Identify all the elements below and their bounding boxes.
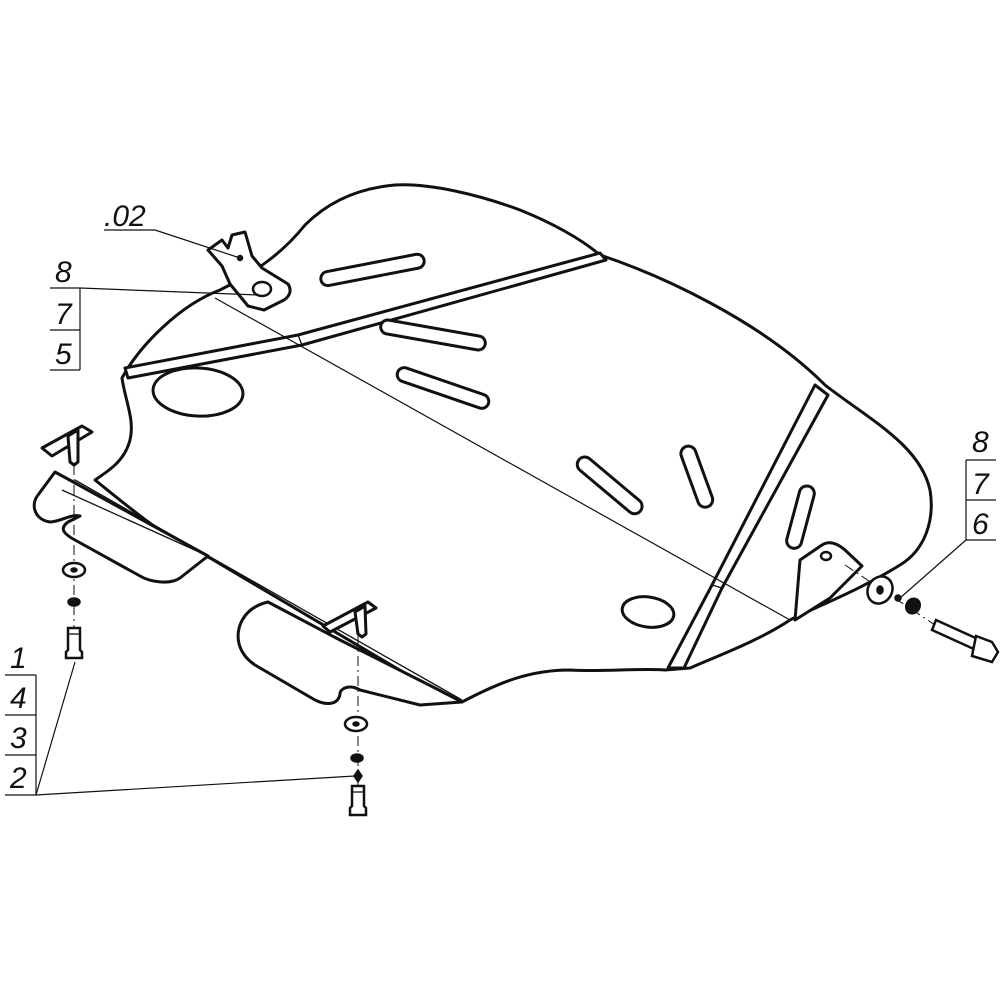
callout-right-label-2: 7 <box>972 468 990 501</box>
callout-right-label-3: 6 <box>972 508 989 541</box>
front-bend-line-2 <box>61 489 209 557</box>
callout-bottom-leader-right <box>35 775 356 796</box>
dot-marker-right <box>894 594 902 602</box>
fastener-stack-right <box>866 575 1000 664</box>
callout-bottom: 1 4 3 2 <box>5 642 356 796</box>
callout-left-label-1: 8 <box>55 256 72 289</box>
clip-nut-middle <box>321 600 378 639</box>
vent-slot-6 <box>785 484 816 550</box>
fastener-stack-left <box>61 561 87 660</box>
upper-bend-joint <box>297 334 303 346</box>
front-bend-line <box>74 479 463 701</box>
callout-left-label-2: 7 <box>55 298 73 331</box>
rear-tab-hole <box>819 550 833 562</box>
callout-top-leader <box>154 229 241 259</box>
bracket-02 <box>206 230 292 312</box>
spring-washer-right <box>904 597 922 615</box>
callout-right: 8 7 6 <box>899 426 996 599</box>
access-hole-right <box>620 595 676 629</box>
spring-washer-middle <box>350 753 364 763</box>
callout-bottom-label-1: 1 <box>10 642 27 675</box>
callout-left: 8 7 5 <box>50 256 791 621</box>
bolt-right-shank <box>930 618 982 652</box>
callout-right-leader <box>899 539 967 599</box>
vent-slot-1 <box>319 252 426 288</box>
clip-nut-left <box>40 424 94 467</box>
washer-middle-hole <box>352 721 360 727</box>
callout-top: .02 <box>104 200 244 262</box>
callout-bottom-leader-left <box>35 661 76 796</box>
callout-top-dot <box>236 254 244 262</box>
washer-left-hole <box>70 567 78 573</box>
bolt-left <box>64 626 84 660</box>
bracket-02-bolt-hole <box>251 280 273 298</box>
fastener-stack-middle <box>343 715 369 817</box>
callout-label-02: .02 <box>104 200 146 233</box>
vent-slot-4 <box>575 455 644 516</box>
spring-washer-left <box>67 597 81 607</box>
washer-right-hole <box>876 585 884 595</box>
rear-mount-tab <box>793 541 864 622</box>
vent-slot-2 <box>379 318 487 352</box>
vent-slot-5 <box>679 444 715 509</box>
callout-left-leader <box>79 287 259 296</box>
clip-nut-middle-stem <box>353 604 368 639</box>
callout-bottom-label-4: 2 <box>9 762 27 795</box>
callout-right-label-1: 8 <box>972 426 989 459</box>
callout-left-diagonal <box>214 297 791 621</box>
front-flange-left <box>32 470 210 584</box>
callout-left-label-3: 5 <box>55 338 72 371</box>
vent-slot-3 <box>395 366 491 410</box>
callout-bottom-label-3: 3 <box>10 722 27 755</box>
clip-nut-left-stem <box>66 428 80 467</box>
bolt-right-head <box>970 634 1000 664</box>
bolt-middle <box>348 784 368 817</box>
front-flange-middle <box>236 600 464 707</box>
access-hole-left <box>151 366 245 418</box>
skid-plate <box>32 183 933 707</box>
nut-marker-middle <box>353 768 363 784</box>
right-bend-joint <box>711 584 723 589</box>
callout-bottom-label-2: 4 <box>10 682 27 715</box>
